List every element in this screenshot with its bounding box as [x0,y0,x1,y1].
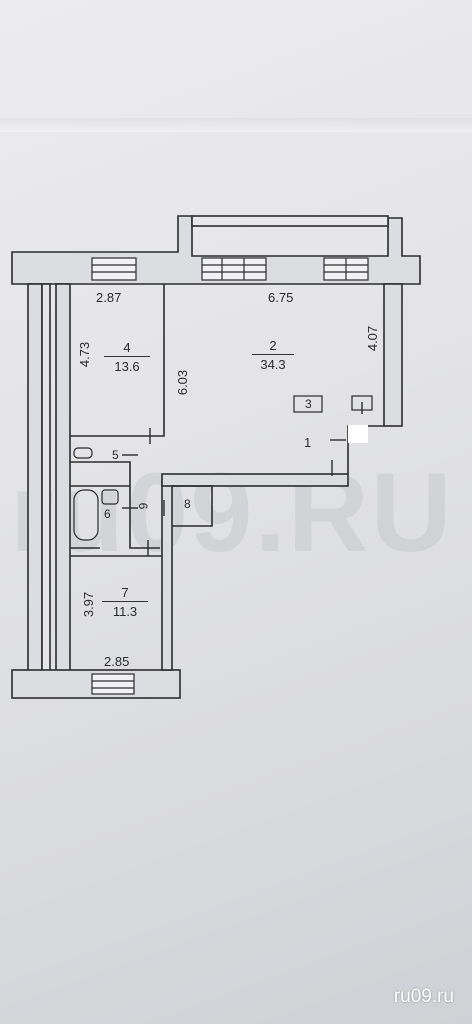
room2-number: 2 [252,339,294,355]
dim-room7-depth: 3.97 [81,591,97,618]
bathtub [73,489,99,541]
watermark: ru09.RU [10,450,454,575]
room4-label: 4 13.6 [104,341,150,373]
right-wall [383,283,403,427]
room9-number: 9 [136,502,151,510]
room2-area: 34.3 [260,357,286,372]
room3-number: 3 [305,397,312,411]
room7-number: 7 [102,586,148,602]
left-outer-wall [27,283,43,677]
dim-room2-depth: 4.07 [365,325,381,352]
room4-partition [70,284,165,437]
dim-room4-width: 2.87 [96,290,122,305]
room5-number: 5 [112,448,119,462]
room7-label: 7 11.3 [102,586,148,618]
dim-room7-width: 2.85 [104,654,130,669]
dim-room2-width: 6.75 [268,290,294,305]
room6-number: 6 [104,507,111,521]
paper-fold [0,118,472,132]
bath-partition [70,485,130,549]
room2-label: 2 34.3 [252,339,294,371]
room8-number: 8 [184,497,191,511]
white-marker [348,425,368,443]
left-shaft-wall [41,283,51,677]
hall-bottom-wall [161,473,349,487]
room4-area: 13.6 [114,359,140,374]
room7-area: 11.3 [112,604,138,619]
wc-partition [70,461,160,549]
room1-number: 1 [304,435,312,450]
sink [101,489,119,505]
closet8-walls [172,485,213,527]
site-credit: ru09.ru [393,986,454,1007]
balcony [191,215,389,227]
left-inner-wall [55,283,71,677]
window-room2-left [201,257,267,281]
window-room7 [91,673,135,695]
window-room4 [91,257,137,281]
kitchen-counter [293,395,323,413]
room4-number: 4 [104,341,150,357]
dim-room4-depth: 4.73 [77,341,93,368]
toilet [73,447,93,459]
dim-hall-length: 6.03 [175,369,191,396]
